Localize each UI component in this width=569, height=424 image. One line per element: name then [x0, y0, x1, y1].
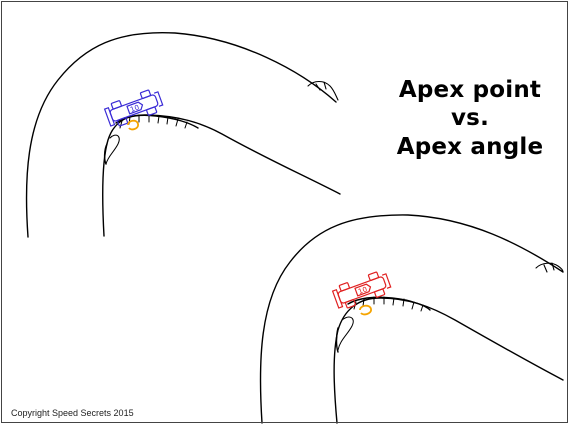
track-top-inner-edge [102, 114, 341, 237]
track-bottom-inner-edge [333, 297, 564, 424]
svg-text:10: 10 [357, 285, 368, 296]
track-top [25, 31, 341, 238]
title-line-apex-angle: Apex angle [396, 134, 544, 160]
race-car-icon: 10 [103, 89, 164, 127]
title-line-vs: vs. [450, 105, 490, 131]
race-car-icon: 10 [331, 271, 392, 309]
track-bottom [259, 214, 564, 424]
track-top-inner-kerb-shape [105, 134, 120, 165]
apex-marker-icon [359, 304, 372, 316]
track-top-outer-curb [307, 80, 339, 101]
track-bottom-inner-curb [335, 296, 431, 353]
title-line-apex-point: Apex point [398, 77, 542, 103]
copyright-notice: Copyright Speed Secrets 2015 [11, 408, 134, 418]
track-bottom-inner-kerb-shape [337, 316, 354, 351]
track-bottom-curb-ticks [353, 296, 424, 312]
track-top-outer-edge [25, 31, 337, 238]
track-bottom-outer-edge [259, 214, 564, 424]
apex-marker-icon [127, 119, 139, 131]
svg-text:10: 10 [129, 103, 140, 114]
track-bottom-outer-curb [535, 262, 564, 273]
track-top-curb-ticks [119, 114, 188, 129]
